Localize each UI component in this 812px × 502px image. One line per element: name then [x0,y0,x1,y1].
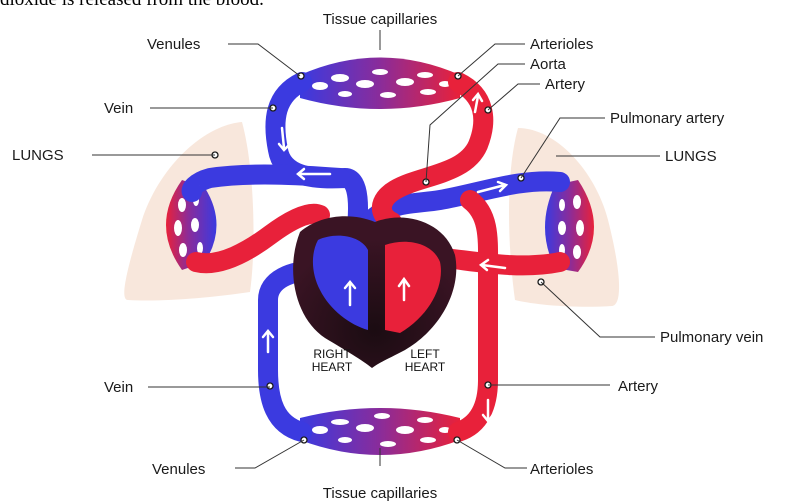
label-lungs-right: LUNGS [665,148,717,165]
label-aorta: Aorta [530,56,567,73]
tissue-capillaries-bottom-bed [300,408,460,455]
label-pulmonary-artery: Pulmonary artery [610,110,725,127]
label-left-heart-line2: HEART [405,360,446,374]
label-arterioles-bottom: Arterioles [530,461,593,478]
label-venules-top: Venules [147,36,200,53]
label-venules-bottom: Venules [152,461,205,478]
label-tissue-capillaries-top: Tissue capillaries [323,11,438,28]
tissue-capillaries-top-bed [300,58,460,110]
label-right-heart-line2: HEART [312,360,353,374]
label-arterioles-top: Arterioles [530,36,593,53]
label-tissue-capillaries-bottom: Tissue capillaries [323,485,438,502]
label-vein-top: Vein [104,100,133,117]
label-artery-bottom: Artery [618,378,659,395]
label-pulmonary-vein: Pulmonary vein [660,329,763,346]
heart [293,216,456,368]
label-lungs-left: LUNGS [12,147,64,164]
label-left-heart-line1: LEFT [410,347,440,361]
label-vein-bottom: Vein [104,379,133,396]
label-artery-top: Artery [545,76,586,93]
label-right-heart-line1: RIGHT [313,347,351,361]
